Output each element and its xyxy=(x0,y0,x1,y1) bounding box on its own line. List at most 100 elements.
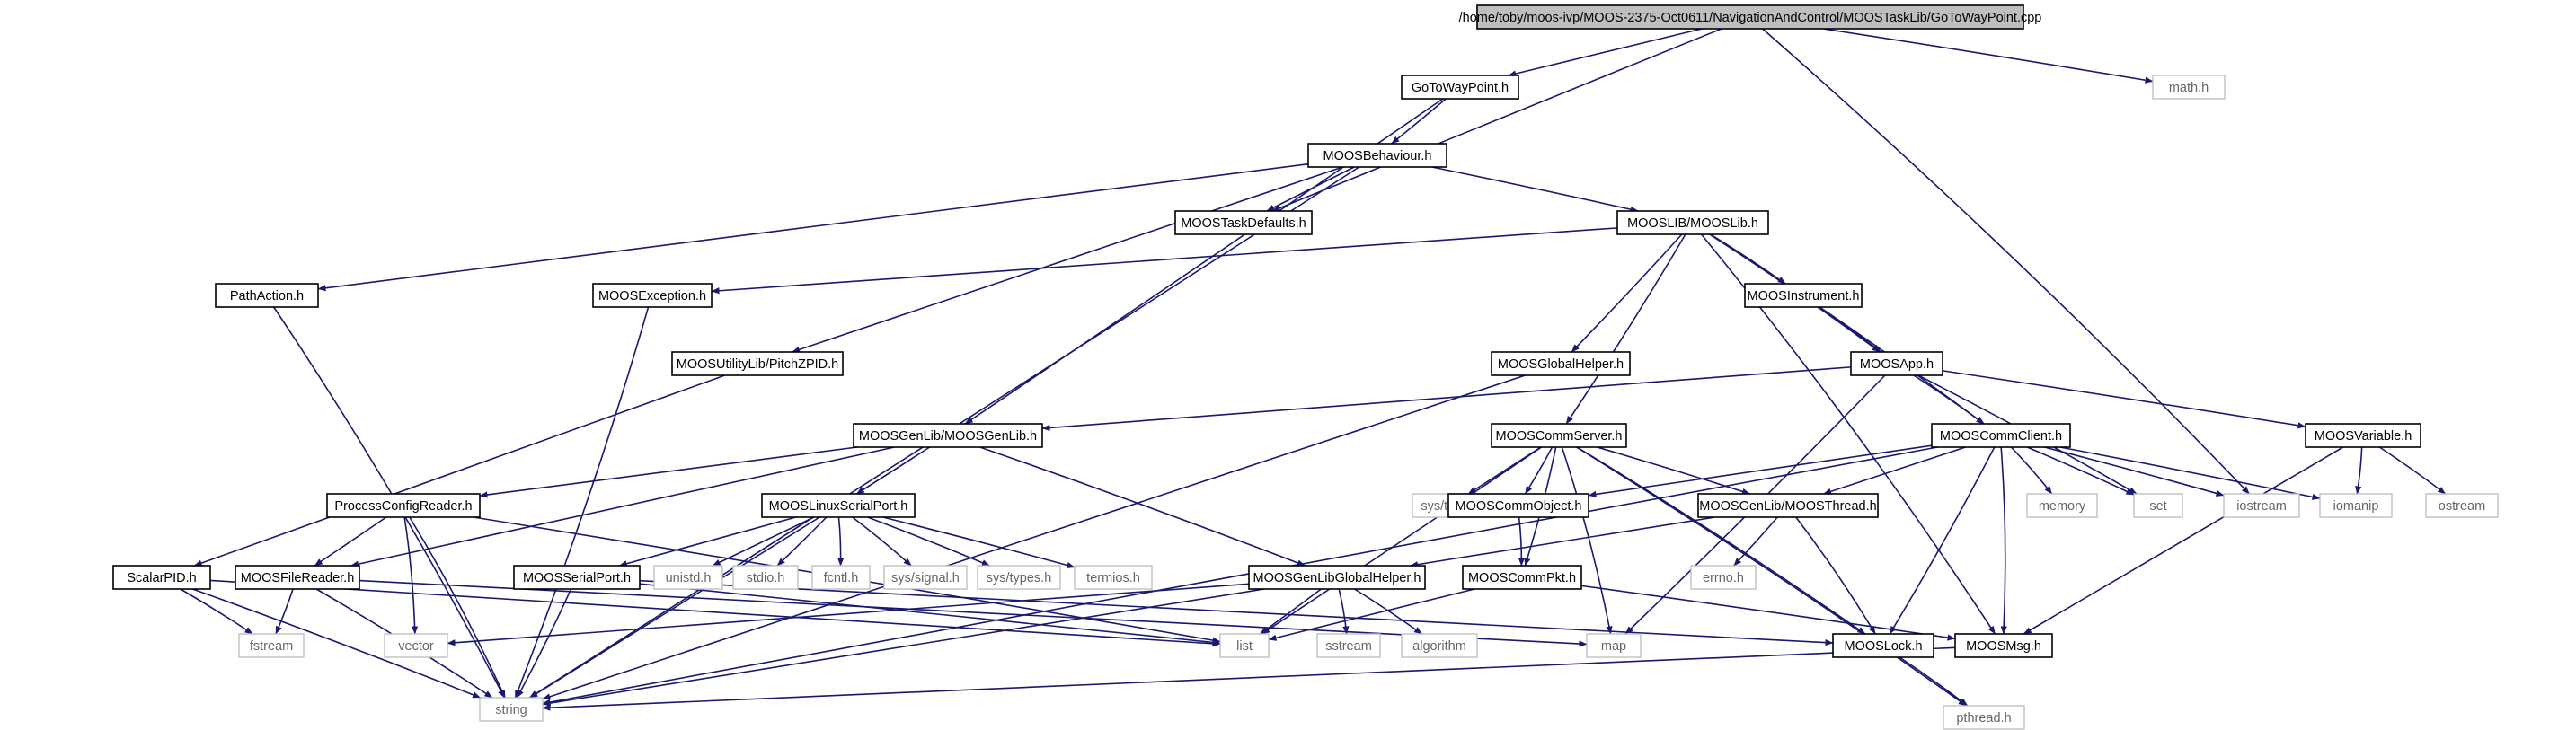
node-label: MOOSLinuxSerialPort.h xyxy=(769,499,908,514)
node-moosvariable[interactable]: MOOSVariable.h xyxy=(2305,423,2421,448)
node-moosgenlib[interactable]: MOOSGenLib/MOOSGenLib.h xyxy=(853,423,1043,448)
edge-root-to-moostaskdefaults xyxy=(1271,28,1722,212)
node-box xyxy=(1586,633,1642,658)
node-mooslinuxserialport[interactable]: MOOSLinuxSerialPort.h xyxy=(761,493,916,518)
node-box xyxy=(1491,351,1631,376)
node-label: MOOSBehaviour.h xyxy=(1323,149,1432,163)
node-mooscommobject[interactable]: MOOSCommObject.h xyxy=(1447,493,1589,518)
node-label: MOOSLIB/MOOSLib.h xyxy=(1627,216,1758,231)
node-label: sys/signal.h xyxy=(891,571,960,585)
node-processconfigreader[interactable]: ProcessConfigReader.h xyxy=(326,493,481,518)
edge-pitchzpid-to-scalarpid xyxy=(193,374,726,567)
node-sstream: sstream xyxy=(1316,633,1381,658)
node-moosmsg[interactable]: MOOSMsg.h xyxy=(1954,633,2053,658)
edge-moosvariable-to-ostream xyxy=(2378,446,2447,495)
node-moosserialport[interactable]: MOOSSerialPort.h xyxy=(513,565,641,590)
node-moosbehaviour[interactable]: MOOSBehaviour.h xyxy=(1307,143,1447,168)
edge-scalarpid-to-list xyxy=(209,579,1221,647)
edge-moosgenlib-to-processconfigreader xyxy=(479,446,858,498)
node-label: MOOSApp.h xyxy=(1860,357,1934,372)
node-pitchzpid[interactable]: MOOSUtilityLib/PitchZPID.h xyxy=(671,351,844,376)
node-moosfilereader[interactable]: MOOSFileReader.h xyxy=(235,565,360,590)
edge-moosinstrument-to-moosapp xyxy=(1819,306,1881,353)
node-box xyxy=(238,633,305,658)
node-box xyxy=(1248,565,1426,590)
node-gotowaypoint[interactable]: GoToWayPoint.h xyxy=(1401,75,1519,100)
edge-root-to-gotowaypoint xyxy=(1508,28,1703,77)
node-mooscommclient[interactable]: MOOSCommClient.h xyxy=(1931,423,2071,448)
node-label: ostream xyxy=(2439,499,2485,514)
node-mooscommserver[interactable]: MOOSCommServer.h xyxy=(1491,423,1627,448)
node-label: ProcessConfigReader.h xyxy=(334,499,472,514)
node-box xyxy=(2425,493,2499,518)
node-box xyxy=(977,565,1061,590)
node-label: sys/types.h xyxy=(987,571,1052,585)
node-box xyxy=(883,565,968,590)
node-box xyxy=(1744,283,1863,308)
node-label: MOOSGenLibGlobalHelper.h xyxy=(1253,571,1421,585)
edge-moosvariable-to-moosmsg xyxy=(2023,446,2344,635)
node-moosinstrument[interactable]: MOOSInstrument.h xyxy=(1744,283,1863,308)
node-label: stdio.h xyxy=(747,571,785,585)
edge-mooslinuxserialport-to-moosserialport xyxy=(618,516,796,567)
node-box xyxy=(1943,705,2025,730)
node-box xyxy=(1447,493,1589,518)
edge-moosgenlib-to-mooslinuxserialport xyxy=(855,446,931,495)
node-label: list xyxy=(1236,639,1253,654)
edge-mooslinuxserialport-to-termios xyxy=(882,516,1076,568)
node-box xyxy=(1690,565,1757,590)
node-pathaction[interactable]: PathAction.h xyxy=(215,283,319,308)
edge-mooslinuxserialport-to-string xyxy=(529,516,820,699)
node-box xyxy=(2319,493,2393,518)
node-syssignal: sys/signal.h xyxy=(883,565,968,590)
edge-moosexception-to-string xyxy=(514,306,650,699)
edge-mooscommclient-to-set xyxy=(2026,446,2135,496)
edge-mooscommclient-to-mooslock xyxy=(1889,446,1996,635)
node-mooslock[interactable]: MOOSLock.h xyxy=(1832,633,1934,658)
node-ostream: ostream xyxy=(2425,493,2499,518)
edge-moosthread-to-errno xyxy=(1733,516,1778,567)
node-vector: vector xyxy=(384,633,448,658)
node-box xyxy=(2223,493,2300,518)
edge-mooscommclient-to-memory xyxy=(2010,446,2053,495)
node-root: /home/toby/moos-ivp/MOOS-2375-Oct0611/Na… xyxy=(1459,4,2041,30)
edge-mooslinuxserialport-to-stdio xyxy=(776,516,828,567)
edge-moosserialport-to-list xyxy=(639,583,1221,646)
node-label: MOOSGenLib/MOOSThread.h xyxy=(1699,499,1876,514)
node-moosexception[interactable]: MOOSException.h xyxy=(592,283,713,308)
node-moosgenlibglobalhelper[interactable]: MOOSGenLibGlobalHelper.h xyxy=(1248,565,1426,590)
node-memory: memory xyxy=(2026,493,2098,518)
node-label: MOOSInstrument.h xyxy=(1748,289,1860,303)
node-fcntl: fcntl.h xyxy=(811,565,871,590)
node-label: termios.h xyxy=(1086,571,1140,585)
edge-moosgenlibglobalhelper-to-string xyxy=(542,588,1264,707)
edge-processconfigreader-to-string xyxy=(409,516,506,699)
edge-moosgenlibglobalhelper-to-vector xyxy=(447,583,1250,646)
node-box xyxy=(479,697,544,722)
node-label: MOOSVariable.h xyxy=(2315,429,2412,444)
node-label: ScalarPID.h xyxy=(127,571,196,585)
edge-moosserialport-to-string xyxy=(516,588,572,699)
node-mooslib[interactable]: MOOSLIB/MOOSLib.h xyxy=(1616,210,1769,235)
node-box xyxy=(112,565,211,590)
edge-mooslinuxserialport-to-systypes xyxy=(867,516,990,567)
node-moosthread[interactable]: MOOSGenLib/MOOSThread.h xyxy=(1697,493,1879,518)
node-box xyxy=(235,565,360,590)
node-label: MOOSCommPkt.h xyxy=(1468,571,1576,585)
node-termios: termios.h xyxy=(1074,565,1153,590)
node-box xyxy=(1074,565,1153,590)
edge-moosthread-to-mooslock xyxy=(1795,516,1876,635)
node-scalarpid[interactable]: ScalarPID.h xyxy=(112,565,211,590)
edge-mooscommserver-to-pthread xyxy=(1576,446,1967,707)
node-label: vector xyxy=(398,639,434,654)
node-moosapp[interactable]: MOOSApp.h xyxy=(1850,351,1943,376)
node-mooscommpkt[interactable]: MOOSCommPkt.h xyxy=(1462,565,1582,590)
node-moosglobalhelper[interactable]: MOOSGlobalHelper.h xyxy=(1491,351,1631,376)
node-moostaskdefaults[interactable]: MOOSTaskDefaults.h xyxy=(1174,210,1313,235)
node-label: iomanip xyxy=(2333,499,2379,514)
node-box xyxy=(1832,633,1934,658)
node-label: map xyxy=(1601,639,1626,654)
node-box xyxy=(1316,633,1381,658)
node-label: MOOSCommObject.h xyxy=(1456,499,1582,514)
edge-root-to-iostream xyxy=(1762,28,2250,495)
